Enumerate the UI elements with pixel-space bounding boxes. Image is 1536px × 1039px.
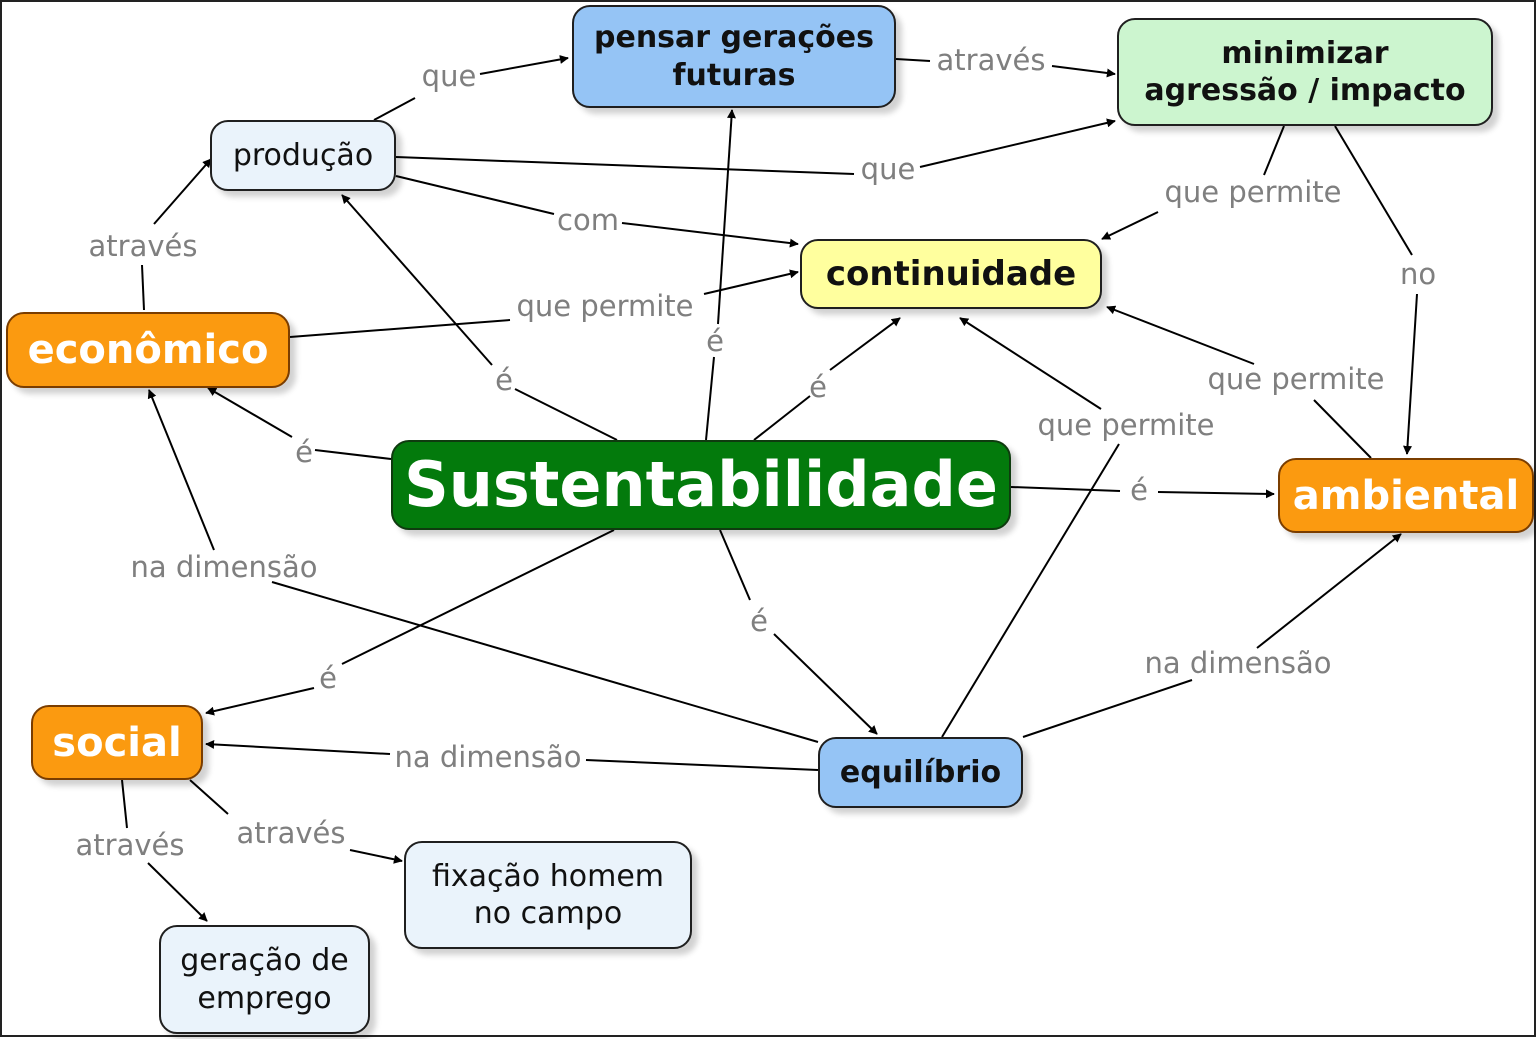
link-economico-continuidade-tail xyxy=(289,319,511,338)
link-label-equilibrio-economico: na dimensão xyxy=(131,550,318,584)
link-economico-producao-tail xyxy=(141,264,145,311)
link-pensar-minimizar-tail xyxy=(895,58,931,62)
link-social-fixacao-arrow xyxy=(349,849,403,864)
link-sust-ambiental-tail xyxy=(1010,486,1121,492)
link-label-producao-minimizar: que xyxy=(861,152,916,186)
link-label-minimizar-continuidade: que permite xyxy=(1164,175,1341,209)
link-label-sust-producao: é xyxy=(495,363,513,397)
link-label-social-fixacao: através xyxy=(237,816,346,850)
link-label-sust-continuidade: é xyxy=(809,370,827,404)
link-social-geracao-arrow xyxy=(147,862,208,922)
link-label-social-geracao: através xyxy=(76,828,185,862)
link-equilibrio-social-tail xyxy=(585,759,819,771)
node-pensar-geracoes-futuras[interactable]: pensar gerações futuras xyxy=(572,5,896,108)
link-equilibrio-ambiental-tail xyxy=(1022,679,1193,738)
link-label-equilibrio-ambiental: na dimensão xyxy=(1145,646,1332,680)
link-equilibrio-economico-arrow xyxy=(147,389,215,551)
link-producao-pensar-tail xyxy=(373,97,416,121)
link-label-producao-pensar: que xyxy=(422,59,477,93)
link-equilibrio-continuidade-tail xyxy=(941,443,1120,738)
link-sust-economico-arrow xyxy=(207,387,293,438)
node-geracao-emprego[interactable]: geração de emprego xyxy=(159,925,370,1034)
link-sust-social-arrow xyxy=(205,687,315,716)
link-equilibrio-continuidade-arrow xyxy=(959,317,1102,410)
link-label-equilibrio-social: na dimensão xyxy=(395,740,582,774)
link-producao-continuidade-arrow xyxy=(621,222,799,248)
node-ambiental[interactable]: ambiental xyxy=(1278,458,1534,533)
link-label-economico-producao: através xyxy=(89,229,198,263)
link-minimizar-ambiental-arrow xyxy=(1403,293,1418,455)
link-equilibrio-economico-tail xyxy=(271,581,819,743)
node-fixacao-homem-campo[interactable]: fixação homem no campo xyxy=(404,841,692,949)
link-sust-pensar-arrow xyxy=(717,109,736,325)
node-continuidade[interactable]: continuidade xyxy=(800,239,1102,309)
link-label-sust-ambiental: é xyxy=(1130,473,1148,507)
link-sust-ambiental-arrow xyxy=(1157,489,1275,499)
link-label-pensar-minimizar: através xyxy=(937,43,1046,77)
link-minimizar-ambiental-tail xyxy=(1334,125,1413,256)
link-economico-producao-arrow xyxy=(153,158,212,225)
link-producao-continuidade-tail xyxy=(395,175,555,215)
node-sustentabilidade[interactable]: Sustentabilidade xyxy=(391,440,1011,530)
link-social-geracao-tail xyxy=(121,779,128,829)
link-social-fixacao-tail xyxy=(189,779,229,815)
node-minimizar-agressao[interactable]: minimizar agressão / impacto xyxy=(1117,18,1493,126)
link-sust-equilibrio-tail xyxy=(719,529,751,601)
node-economico[interactable]: econômico xyxy=(6,312,290,388)
node-equilibrio[interactable]: equilíbrio xyxy=(818,737,1023,808)
link-label-sust-equilibrio: é xyxy=(750,604,768,638)
node-producao[interactable]: produção xyxy=(210,120,396,191)
link-label-sust-economico: é xyxy=(295,435,313,469)
link-equilibrio-social-arrow xyxy=(205,739,391,755)
link-label-ambiental-continuidade: que permite xyxy=(1207,362,1384,396)
link-label-equilibrio-continuidade: que permite xyxy=(1037,408,1214,442)
link-sust-equilibrio-arrow xyxy=(773,633,878,735)
link-label-economico-continuidade: que permite xyxy=(516,289,693,323)
link-sust-economico-tail xyxy=(314,449,392,460)
link-sust-producao-tail xyxy=(514,388,618,441)
link-ambiental-continuidade-tail xyxy=(1313,399,1372,459)
link-label-minimizar-ambiental: no xyxy=(1400,257,1436,291)
link-label-sust-pensar: é xyxy=(706,324,724,358)
link-ambiental-continuidade-arrow xyxy=(1106,305,1255,365)
node-social[interactable]: social xyxy=(31,705,203,780)
link-sust-producao-arrow xyxy=(341,194,493,366)
link-pensar-minimizar-arrow xyxy=(1051,65,1116,78)
link-producao-minimizar-arrow xyxy=(919,118,1116,168)
link-producao-minimizar-tail xyxy=(395,156,855,175)
link-minimizar-continuidade-arrow xyxy=(1101,211,1159,240)
link-minimizar-continuidade-tail xyxy=(1263,125,1285,176)
link-label-producao-continuidade: com xyxy=(557,203,619,237)
link-sust-social-tail xyxy=(341,529,615,665)
link-sust-pensar-tail xyxy=(705,356,715,441)
link-economico-continuidade-arrow xyxy=(703,269,799,295)
link-producao-pensar-arrow xyxy=(479,55,569,75)
link-equilibrio-ambiental-arrow xyxy=(1256,533,1402,649)
link-sust-continuidade-tail xyxy=(753,395,811,441)
link-label-sust-social: é xyxy=(319,661,337,695)
link-sust-continuidade-arrow xyxy=(829,317,901,371)
